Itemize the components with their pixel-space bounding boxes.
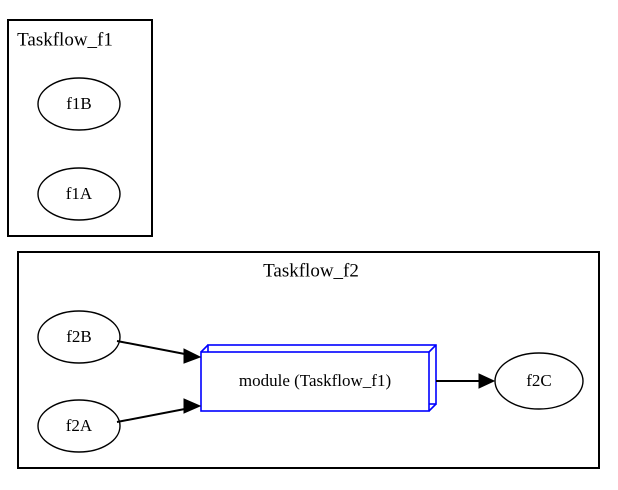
- module-box3d-depth-edge-br: [428, 403, 437, 412]
- node-f1A-ellipse: [37, 167, 121, 221]
- edge-f2B-to-module[interactable]: [116, 340, 202, 364]
- cluster-taskflow-f1[interactable]: Taskflow_f1 f1B f1A: [7, 19, 153, 237]
- node-f2C[interactable]: f2C: [494, 352, 584, 410]
- node-f1B[interactable]: f1B: [37, 77, 121, 131]
- module-box3d-depth-edge-tr: [428, 344, 437, 353]
- node-f2C-label: f2C: [526, 371, 552, 390]
- cluster-taskflow-f1-border: [7, 19, 153, 237]
- edge-f2B-to-module-arrowhead: [183, 348, 202, 364]
- cluster-taskflow-f2-label: Taskflow_f2: [263, 260, 359, 281]
- edge-module-to-f2C-arrowhead: [478, 373, 496, 389]
- module-box3d-front-face: [200, 351, 430, 412]
- edge-f2B-to-module-line: [116, 340, 191, 356]
- node-module-taskflow-f1[interactable]: module (Taskflow_f1): [200, 344, 437, 412]
- edge-f2A-to-module[interactable]: [116, 398, 202, 423]
- node-f1A-label: f1A: [66, 184, 93, 203]
- cluster-taskflow-f2-border: [17, 251, 600, 469]
- node-f1A[interactable]: f1A: [37, 167, 121, 221]
- node-f1B-label: f1B: [66, 94, 92, 113]
- node-f2B[interactable]: f2B: [37, 310, 121, 364]
- node-f2A-ellipse: [37, 399, 121, 453]
- edge-f2A-to-module-line: [116, 407, 191, 423]
- module-box3d-depth-edge-tl: [200, 344, 209, 353]
- node-f1B-ellipse: [37, 77, 121, 131]
- cluster-taskflow-f1-label: Taskflow_f1: [17, 29, 113, 50]
- node-f2B-ellipse: [37, 310, 121, 364]
- module-box3d-label: module (Taskflow_f1): [239, 371, 391, 390]
- edge-module-to-f2C[interactable]: [436, 373, 496, 389]
- node-f2A[interactable]: f2A: [37, 399, 121, 453]
- node-f2A-label: f2A: [66, 416, 93, 435]
- cluster-taskflow-f2[interactable]: Taskflow_f2 f2B f2A f2C: [17, 251, 600, 469]
- node-f2B-label: f2B: [66, 327, 92, 346]
- edge-f2A-to-module-arrowhead: [183, 398, 202, 414]
